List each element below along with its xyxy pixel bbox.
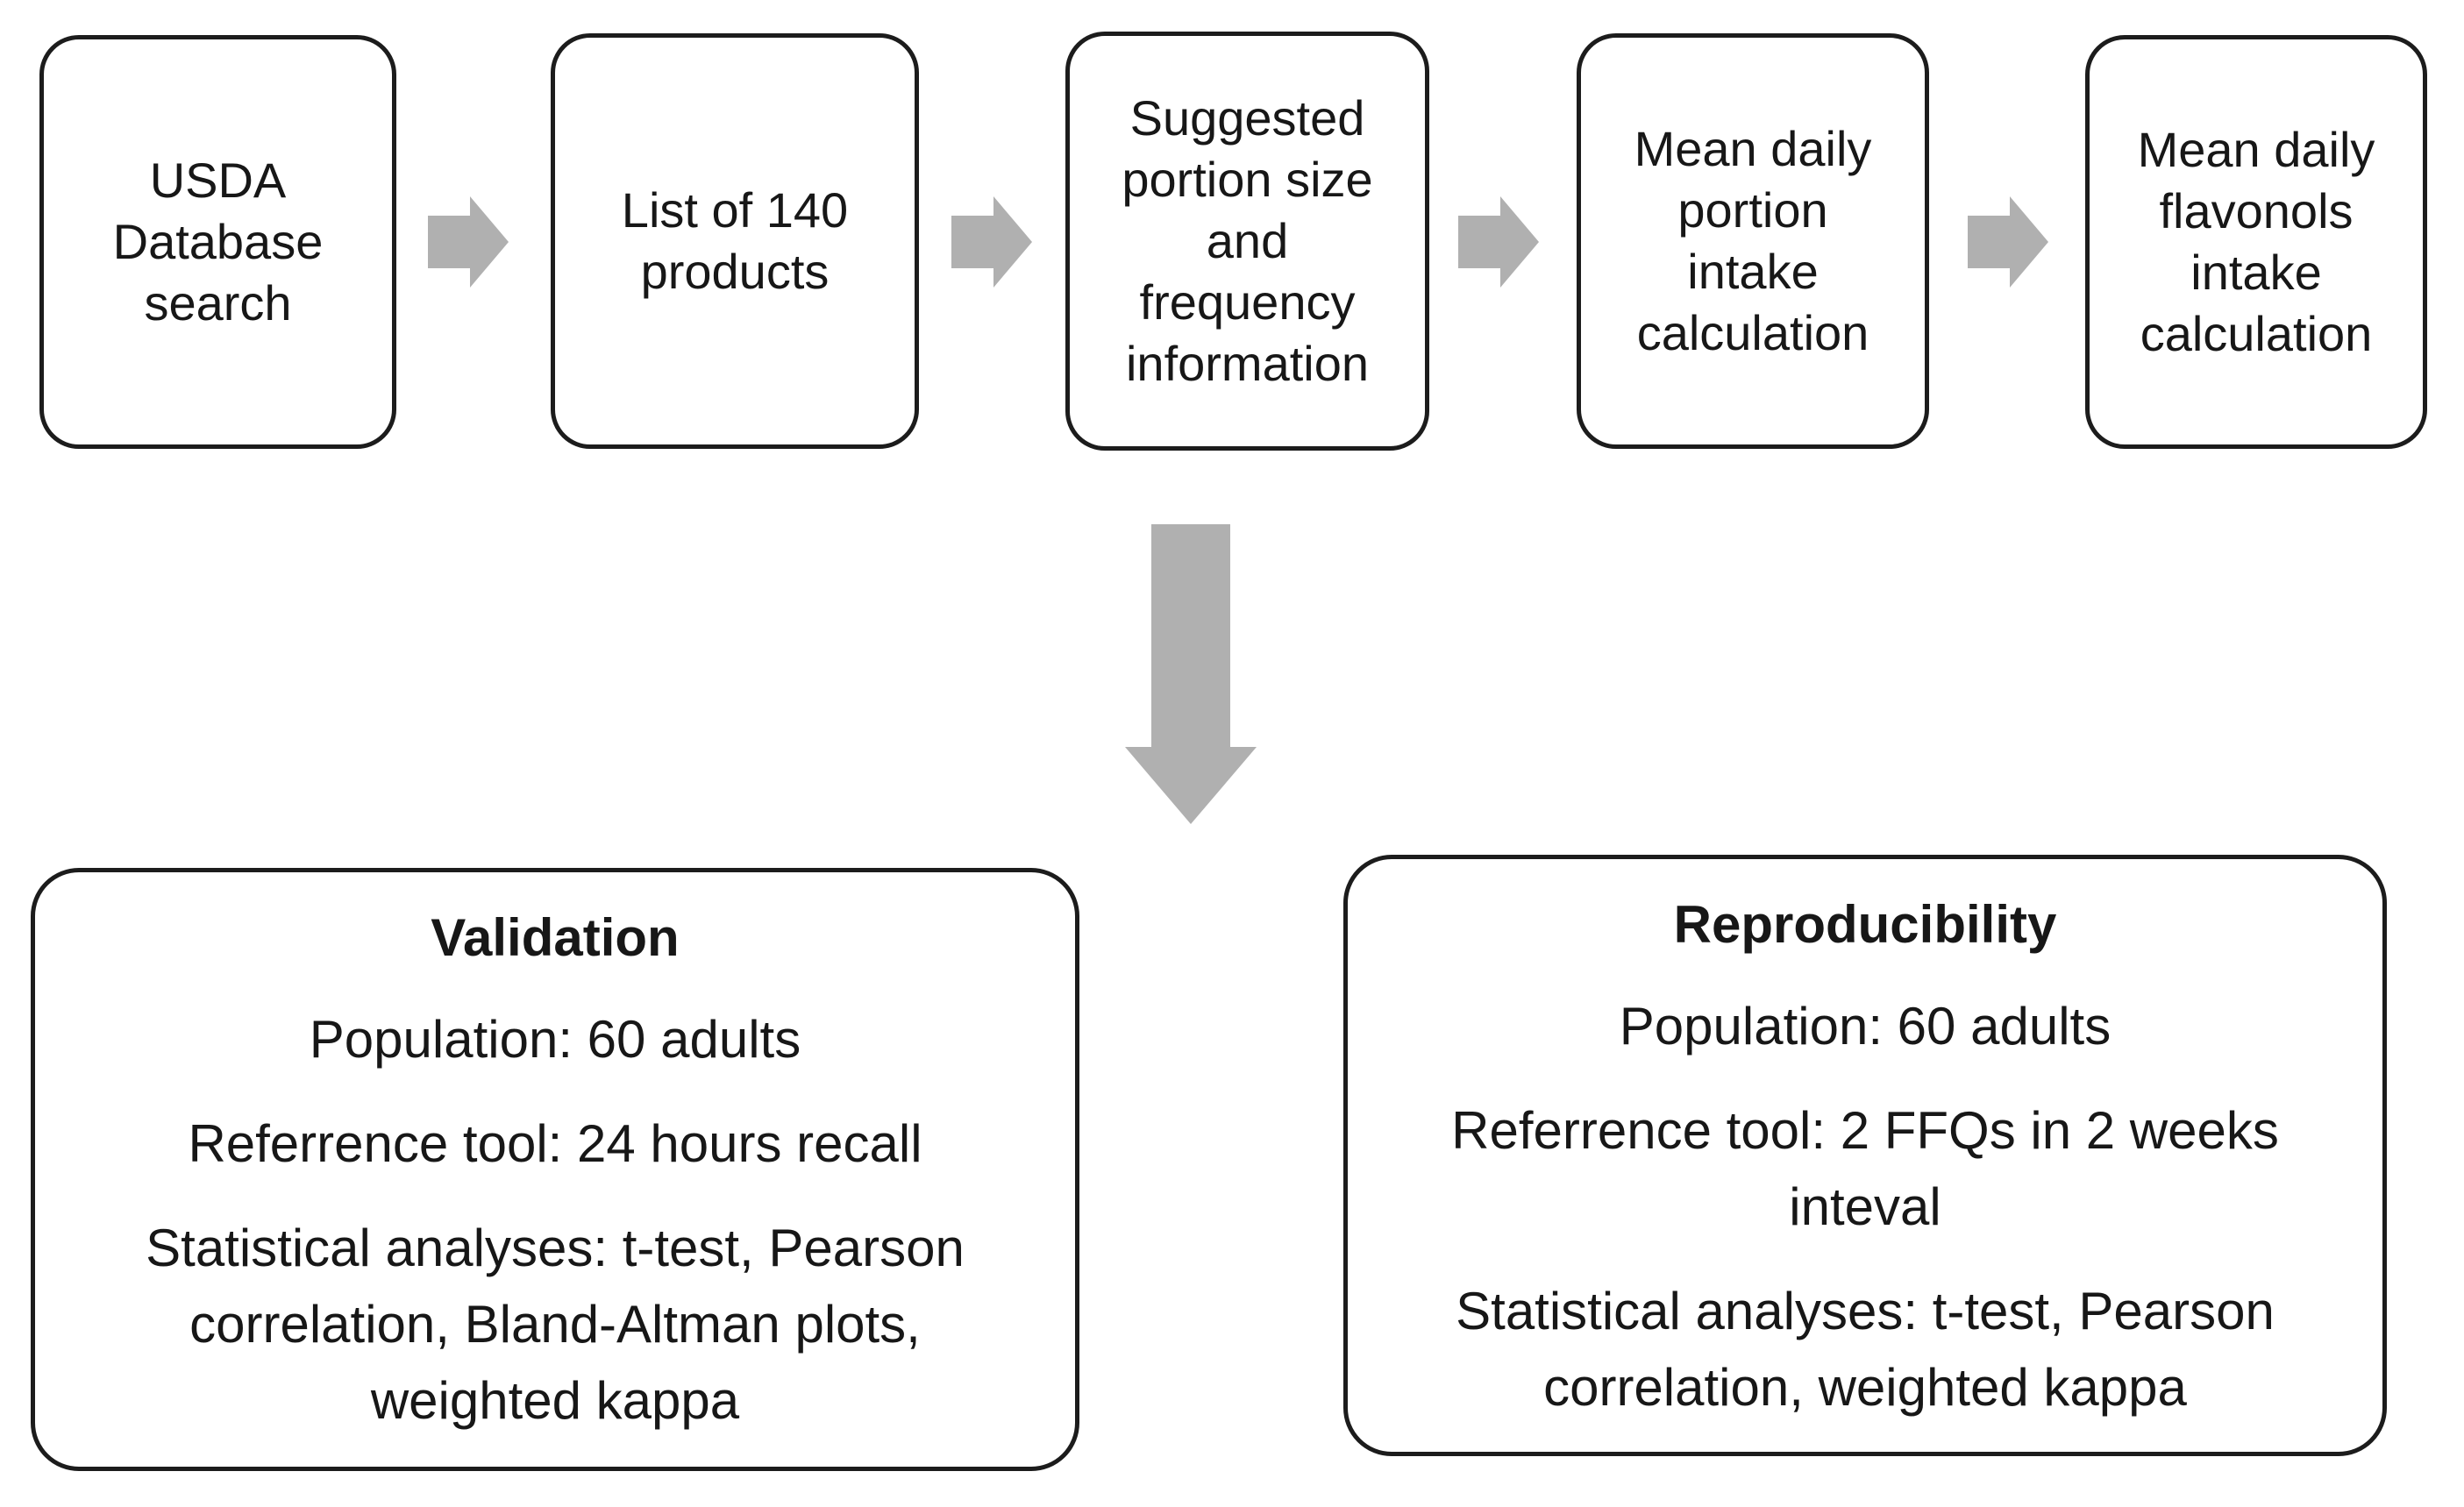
flow-step-label: Mean daily flavonols intake calculation — [2137, 122, 2375, 361]
flow-step-label: List of 140 products — [621, 182, 849, 299]
flow-step-usda-database-search: USDA Database search — [39, 35, 396, 449]
flow-step-list-of-products: List of 140 products — [551, 33, 919, 449]
flow-arrow-right-icon — [428, 196, 509, 288]
reproducibility-reference-tool: Referrence tool: 2 FFQs in 2 weeks intev… — [1451, 1101, 2279, 1236]
validation-statistical-analyses: Statistical analyses: t-test, Pearson co… — [146, 1219, 965, 1430]
flow-step-label: USDA Database search — [112, 153, 324, 331]
validation-title: Validation — [431, 908, 680, 967]
flow-step-mean-daily-flavonols-intake: Mean daily flavonols intake calculation — [2085, 35, 2427, 449]
reproducibility-statistical-analyses: Statistical analyses: t-test, Pearson co… — [1456, 1282, 2275, 1417]
flow-step-label: Mean daily portion intake calculation — [1634, 121, 1872, 360]
flow-step-mean-daily-portion-intake: Mean daily portion intake calculation — [1577, 33, 1929, 449]
flow-arrow-right-icon — [1458, 196, 1539, 288]
flow-arrow-right-icon — [1968, 196, 2048, 288]
validation-box: Validation Population: 60 adults Referre… — [31, 868, 1079, 1471]
flow-arrow-down-icon — [1125, 524, 1257, 824]
reproducibility-title: Reproducibility — [1673, 895, 2057, 954]
reproducibility-population: Population: 60 adults — [1619, 997, 2111, 1056]
validation-reference-tool: Referrence tool: 24 hours recall — [188, 1114, 922, 1173]
flow-step-label: Suggested portion size and frequency inf… — [1122, 90, 1373, 391]
reproducibility-box: Reproducibility Population: 60 adults Re… — [1343, 855, 2387, 1456]
validation-population: Population: 60 adults — [309, 1010, 801, 1069]
flow-step-portion-size-frequency: Suggested portion size and frequency inf… — [1065, 32, 1429, 451]
flow-arrow-right-icon — [951, 196, 1032, 288]
